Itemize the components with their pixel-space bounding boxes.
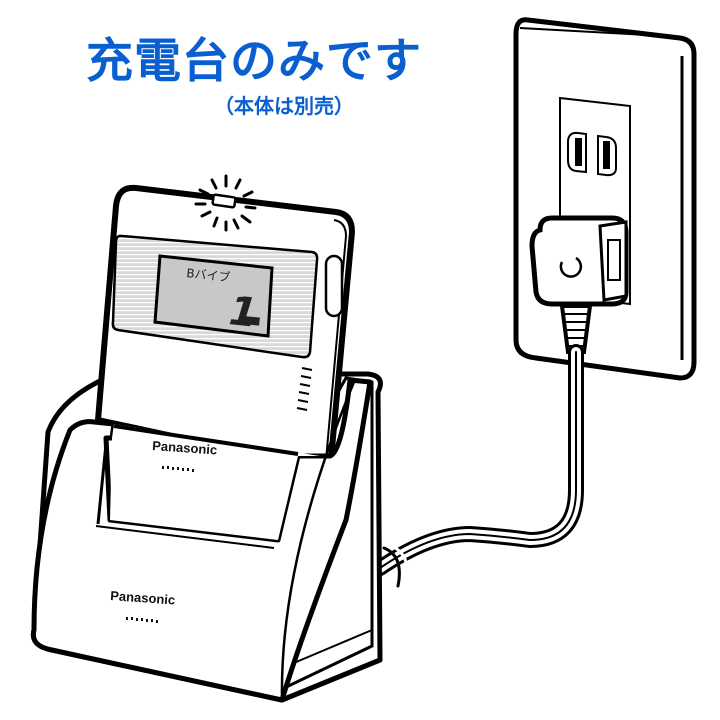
charger-brand-logo: Panasonic [110, 588, 176, 607]
page-subtitle: （本体は別売） [214, 94, 354, 118]
flashing-led-icon [194, 174, 257, 232]
wall-outlet-icon [513, 17, 697, 381]
lcd-mode-label: Bバイブ [186, 265, 232, 285]
handset-brand-logo: Panasonic [152, 438, 218, 457]
pager-handset: Bバイブ 1 [95, 174, 355, 473]
page-title: 充電台のみです [86, 34, 422, 89]
power-cord [372, 344, 584, 588]
charger-front [30, 377, 373, 703]
lcd-number: 1 [227, 288, 259, 337]
ac-adapter-plug-icon [529, 215, 629, 354]
